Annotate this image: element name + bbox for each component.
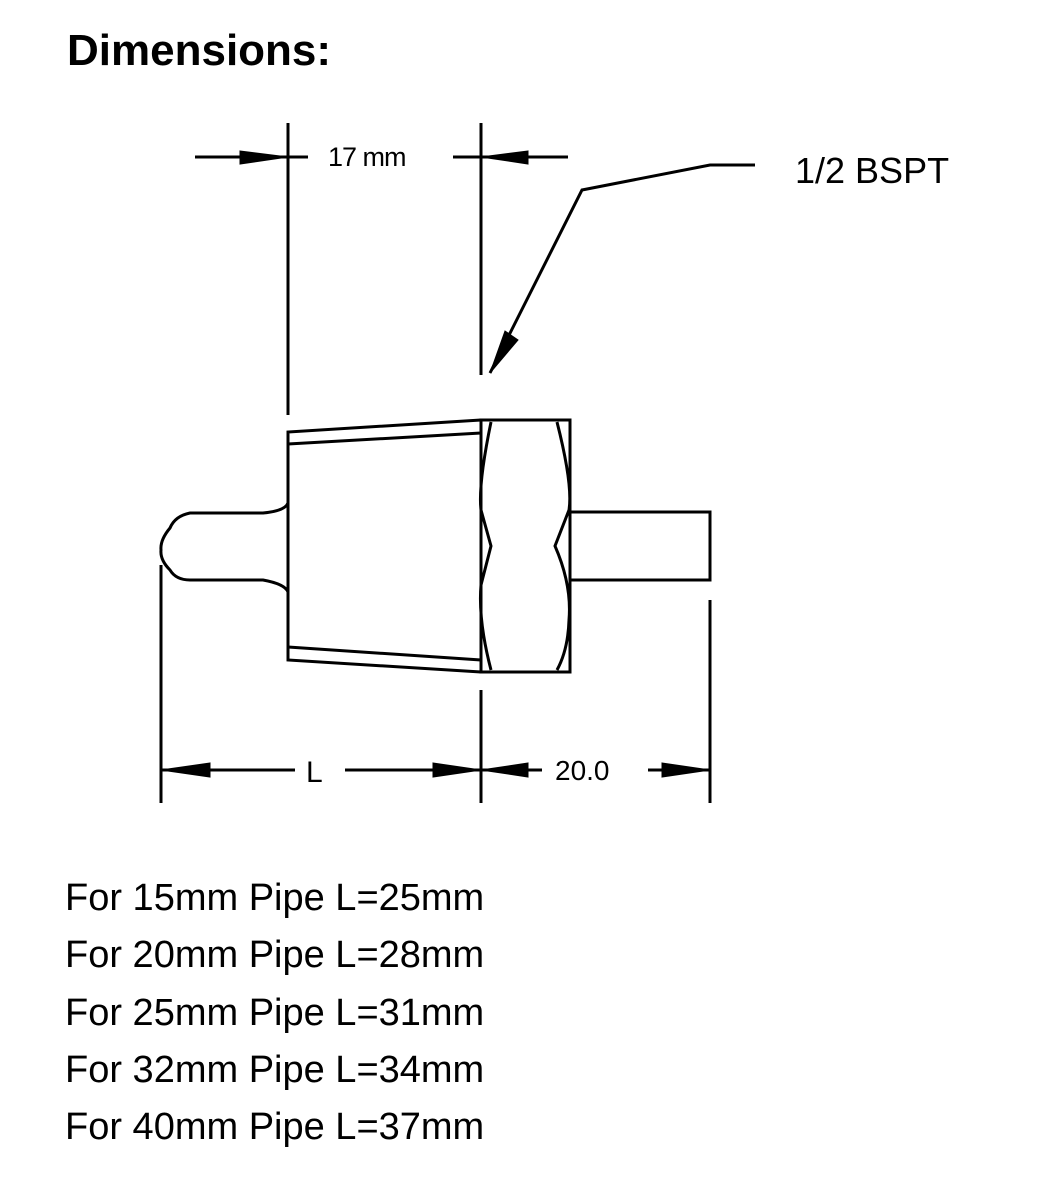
pipe-length-list: For 15mm Pipe L=25mm For 20mm Pipe L=28m… xyxy=(65,870,484,1156)
dimension-17mm: 17 mm xyxy=(195,142,568,172)
arrowhead xyxy=(480,150,529,165)
spec-line: For 32mm Pipe L=34mm xyxy=(65,1048,485,1091)
dimension-L: L xyxy=(160,756,482,789)
arrowhead xyxy=(432,762,482,778)
arrowhead xyxy=(239,150,289,165)
fitting-body xyxy=(159,418,712,674)
spec-line: For 15mm Pipe L=25mm xyxy=(65,877,485,919)
page-title: Dimensions: xyxy=(67,26,332,75)
arrowhead xyxy=(661,762,711,778)
arrowhead xyxy=(160,762,211,778)
dimension-label-L: L xyxy=(306,756,323,789)
arrowhead xyxy=(489,330,519,374)
thread-label: 1/2 BSPT xyxy=(795,150,949,191)
thread-leader: 1/2 BSPT xyxy=(488,150,949,374)
spec-line: For 40mm Pipe L=37mm xyxy=(65,1106,485,1149)
spec-line: For 20mm Pipe L=28mm xyxy=(65,934,485,977)
dimension-label-20: 20.0 xyxy=(555,755,610,786)
arrowhead xyxy=(480,762,529,778)
spec-line: For 25mm Pipe L=31mm xyxy=(65,991,485,1034)
dimension-20: 20.0 xyxy=(480,755,711,786)
dimension-label-17mm: 17 mm xyxy=(328,142,406,172)
